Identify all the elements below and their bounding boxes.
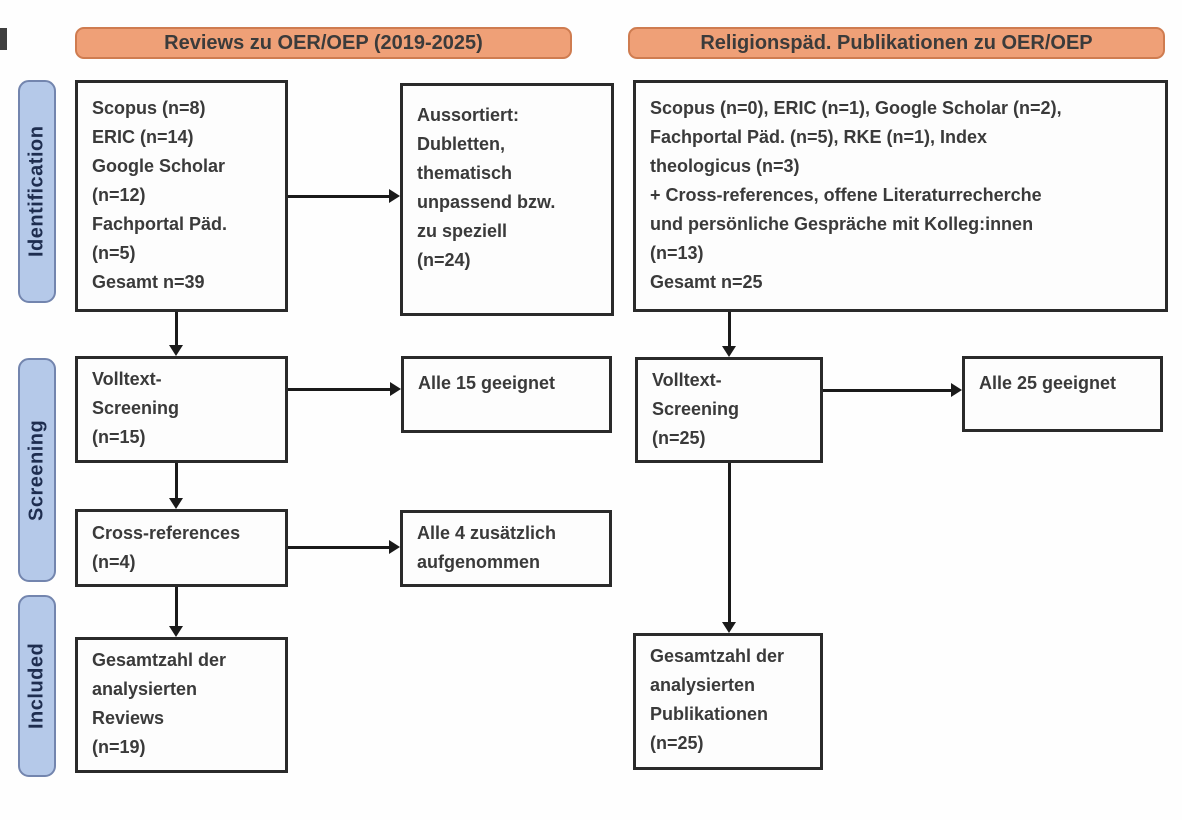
box-line: Gesamt n=25 <box>650 272 763 292</box>
box-line: ERIC (n=14) <box>92 127 194 147</box>
box-line: analysierten <box>650 675 756 695</box>
arrowhead-right-icon <box>389 540 400 554</box>
box-line: und persönliche Gespräche mit Kolleg:inn… <box>650 214 1034 234</box>
stage-label-identification: Identification <box>18 80 56 303</box>
box-line: Reviews <box>92 708 165 728</box>
box-line: Fachportal Päd. (n=5), RKE (n=1), Index <box>650 127 988 147</box>
box-line: Screening <box>652 399 740 419</box>
box-left-excluded: Aussortiert: Dubletten, thematisch unpas… <box>400 83 614 316</box>
box-left-fulltext-screening: Volltext- Screening (n=15) <box>75 356 288 463</box>
box-line: theologicus (n=3) <box>650 156 800 176</box>
arrow-right-fulltext-to-result <box>823 389 951 392</box>
box-line: aufgenommen <box>417 552 541 572</box>
arrow-left-crossref-to-result <box>288 546 389 549</box>
box-line: Scopus (n=0), ERIC (n=1), Google Scholar… <box>650 98 1062 118</box>
box-line: (n=4) <box>92 552 136 572</box>
box-left-crossref-result: Alle 4 zusätzlich aufgenommen <box>400 510 612 587</box>
header-reviews-column: Reviews zu OER/OEP (2019-2025) <box>75 27 572 59</box>
box-line: Alle 15 geeignet <box>418 373 556 393</box>
box-line: (n=25) <box>652 428 706 448</box>
box-line: Scopus (n=8) <box>92 98 206 118</box>
box-line: Gesamtzahl der <box>92 650 227 670</box>
box-line: (n=5) <box>92 243 136 263</box>
box-line: Dubletten, <box>417 134 505 154</box>
arrow-left-fulltext-to-result <box>288 388 390 391</box>
arrow-left-id-to-excluded <box>288 195 389 198</box>
box-line: Alle 4 zusätzlich <box>417 523 557 543</box>
stage-label-included: Included <box>18 595 56 777</box>
box-line: + Cross-references, offene Literaturrech… <box>650 185 1042 205</box>
box-left-fulltext-result: Alle 15 geeignet <box>401 356 612 433</box>
box-line: analysierten <box>92 679 198 699</box>
box-left-crossreferences: Cross-references (n=4) <box>75 509 288 587</box>
box-line: Publikationen <box>650 704 769 724</box>
box-right-identification-sources: Scopus (n=0), ERIC (n=1), Google Scholar… <box>633 80 1168 312</box>
arrowhead-right-icon <box>951 383 962 397</box>
box-line: Fachportal Päd. <box>92 214 228 234</box>
box-line: Screening <box>92 398 180 418</box>
arrowhead-right-icon <box>389 189 400 203</box>
box-line: Google Scholar <box>92 156 226 176</box>
box-line: Volltext- <box>652 370 722 390</box>
box-left-identification-sources: Scopus (n=8) ERIC (n=14) Google Scholar … <box>75 80 288 312</box>
box-left-included-total: Gesamtzahl der analysierten Reviews (n=1… <box>75 637 288 773</box>
arrowhead-down-icon <box>722 622 736 633</box>
arrow-left-id-to-fulltext <box>175 312 178 347</box>
edge-artifact <box>0 28 7 50</box>
box-line: Aussortiert: <box>417 105 520 125</box>
box-line: Cross-references <box>92 523 241 543</box>
box-right-fulltext-screening: Volltext- Screening (n=25) <box>635 357 823 463</box>
arrowhead-down-icon <box>169 498 183 509</box>
header-religionspaed-column: Religionspäd. Publikationen zu OER/OEP <box>628 27 1165 59</box>
box-line: Gesamtzahl der <box>650 646 785 666</box>
arrow-left-fulltext-to-crossref <box>175 463 178 499</box>
arrow-right-id-to-fulltext <box>728 312 731 347</box>
arrowhead-right-icon <box>390 382 401 396</box>
arrow-right-fulltext-to-included <box>728 463 731 623</box>
box-line: thematisch <box>417 163 513 183</box>
stage-label-screening: Screening <box>18 358 56 582</box>
box-line: (n=12) <box>92 185 146 205</box>
box-line: (n=24) <box>417 250 471 270</box>
box-right-included-total: Gesamtzahl der analysierten Publikatione… <box>633 633 823 770</box>
box-line: (n=25) <box>650 733 704 753</box>
arrow-left-crossref-to-included <box>175 587 178 627</box>
box-line: Alle 25 geeignet <box>979 373 1117 393</box>
box-line: zu speziell <box>417 221 508 241</box>
box-line: Gesamt n=39 <box>92 272 205 292</box>
box-line: unpassend bzw. <box>417 192 556 212</box>
arrowhead-down-icon <box>169 345 183 356</box>
box-line: (n=13) <box>650 243 704 263</box>
box-line: Volltext- <box>92 369 162 389</box>
box-line: (n=19) <box>92 737 146 757</box>
arrowhead-down-icon <box>722 346 736 357</box>
arrowhead-down-icon <box>169 626 183 637</box>
box-right-fulltext-result: Alle 25 geeignet <box>962 356 1163 432</box>
box-line: (n=15) <box>92 427 146 447</box>
